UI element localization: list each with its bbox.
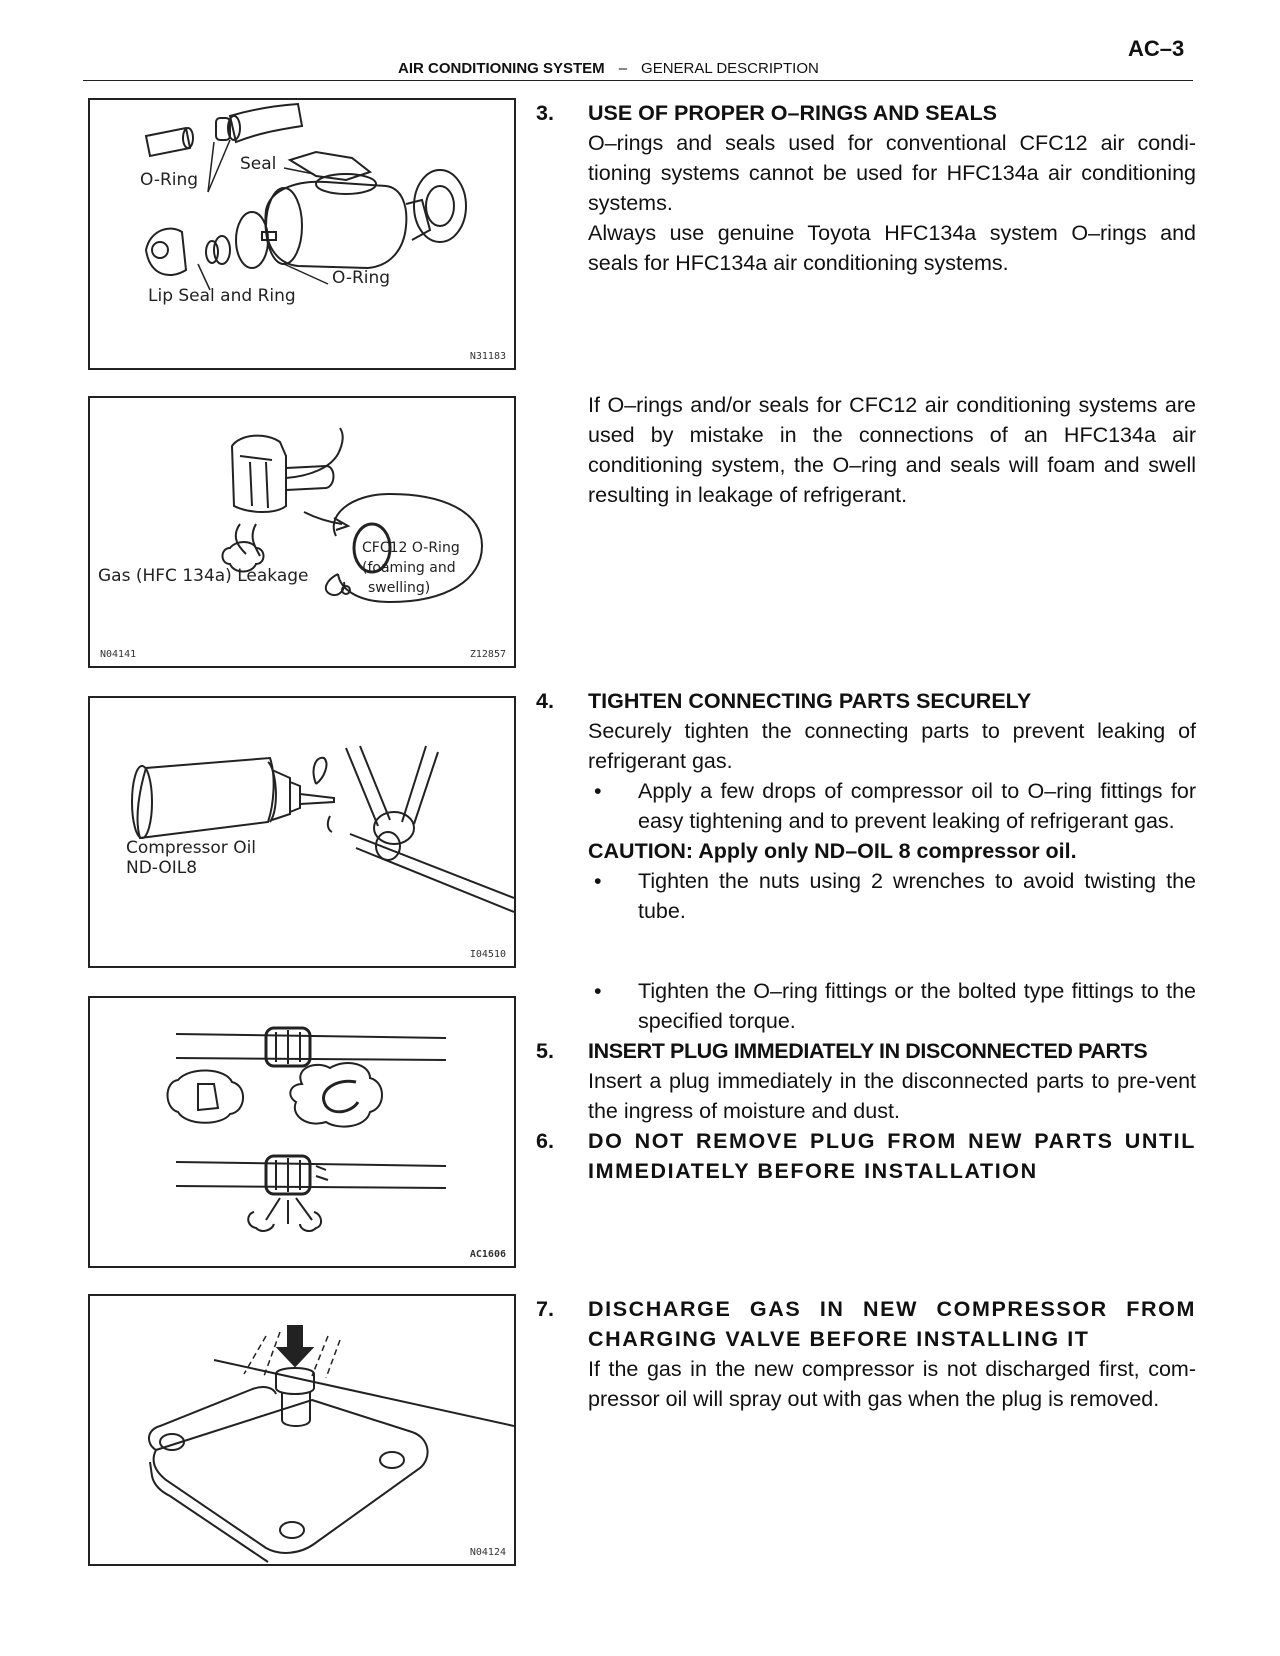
figure-compressor-oil: Compressor Oil ND-OIL8 I04510 <box>88 696 516 968</box>
section-4-title: TIGHTEN CONNECTING PARTS SECURELY <box>588 689 1032 713</box>
running-header: AIR CONDITIONING SYSTEM–GENERAL DESCRIPT… <box>398 60 819 77</box>
caution-note: CAUTION: Apply only ND–OIL 8 compressor … <box>588 839 1077 863</box>
label-o-ring-top: O-Ring <box>140 170 199 190</box>
label-compressor-oil: Compressor Oil <box>126 838 257 858</box>
compressor-oil-illustration <box>131 745 514 913</box>
section-6-number: 6. <box>536 1129 554 1153</box>
figure-charging-valve: N04124 <box>88 1294 516 1566</box>
header-rule <box>83 80 1193 81</box>
figure-code-left: N04141 <box>100 649 137 660</box>
section-3-number: 3. <box>536 101 554 125</box>
charging-valve-illustration <box>148 1325 514 1563</box>
figure-plugs: AC1606 <box>88 996 516 1268</box>
section-6-title: DO NOT REMOVE PLUG FROM NEW PARTS UNTIL … <box>588 1129 1196 1183</box>
figure-gas-leakage: Gas (HFC 134a) Leakage CFC12 O-Ring (foa… <box>88 396 516 668</box>
label-foaming: (foaming and <box>362 560 456 576</box>
figure-code: N04124 <box>469 1547 506 1558</box>
section-7-paragraph-1: If the gas in the new compressor is not … <box>588 1357 1196 1411</box>
figure-code-right: Z12857 <box>469 649 506 660</box>
page-number: AC–3 <box>1128 36 1185 61</box>
section-5-number: 5. <box>536 1039 554 1063</box>
section-4: 4. TIGHTEN CONNECTING PARTS SECURELY Sec… <box>536 686 1196 926</box>
bullet-text: Apply a few drops of compressor oil to O… <box>638 779 1196 833</box>
plugs-illustration <box>166 1026 447 1232</box>
section-3-continued: If O–rings and/or seals for CFC12 air co… <box>536 390 1196 510</box>
label-seal: Seal <box>240 154 277 174</box>
header-separator: – <box>618 60 628 77</box>
section-5-title: INSERT PLUG IMMEDIATELY IN DISCONNECTED … <box>588 1039 1148 1063</box>
bullet-mark: • <box>594 869 602 893</box>
figure-compressor-seals: O-Ring Seal O-Ring Lip Seal and Ring N31… <box>88 98 516 370</box>
section-6: 6. DO NOT REMOVE PLUG FROM NEW PARTS UNT… <box>536 1126 1196 1186</box>
gas-leakage-illustration <box>221 427 484 604</box>
label-nd-oil8: ND-OIL8 <box>126 858 198 878</box>
section-4-number: 4. <box>536 689 554 713</box>
section-7-title: DISCHARGE GAS IN NEW COMPRESSOR FROM CHA… <box>588 1297 1196 1351</box>
label-lip-seal: Lip Seal and Ring <box>148 286 296 306</box>
header-subsection: GENERAL DESCRIPTION <box>641 60 819 77</box>
label-cfc12-o-ring: CFC12 O-Ring <box>362 540 460 556</box>
label-o-ring-bottom: O-Ring <box>332 268 391 288</box>
bullet-text: Tighten the nuts using 2 wrenches to avo… <box>638 869 1196 923</box>
section-3-title: USE OF PROPER O–RINGS AND SEALS <box>588 101 997 125</box>
section-5-paragraph-1: Insert a plug immediately in the disconn… <box>588 1069 1196 1123</box>
section-4-paragraph-1: Securely tighten the connecting parts to… <box>588 719 1196 773</box>
bullet-compressor-oil: • Apply a few drops of compressor oil to… <box>588 776 1196 836</box>
section-3-paragraph-1: O–rings and seals used for conventional … <box>588 131 1196 215</box>
section-7-number: 7. <box>536 1297 554 1321</box>
section-7: 7. DISCHARGE GAS IN NEW COMPRESSOR FROM … <box>536 1294 1196 1414</box>
bullet-two-wrenches: • Tighten the nuts using 2 wrenches to a… <box>588 866 1196 926</box>
bullet-mark: • <box>594 979 602 1003</box>
bullet-mark: • <box>594 779 602 803</box>
section-5: 5. INSERT PLUG IMMEDIATELY IN DISCONNECT… <box>536 1036 1196 1126</box>
header-section: AIR CONDITIONING SYSTEM <box>398 60 605 77</box>
compressor-seals-illustration <box>144 102 467 291</box>
figure-code: I04510 <box>469 949 506 960</box>
label-swelling: swelling) <box>368 580 431 596</box>
bullet-text: Tighten the O–ring fittings or the bolte… <box>638 979 1196 1033</box>
section-3: 3. USE OF PROPER O–RINGS AND SEALS O–rin… <box>536 98 1196 278</box>
bullet-specified-torque: • Tighten the O–ring fittings or the bol… <box>588 976 1196 1036</box>
figure-code: N31183 <box>469 351 506 362</box>
section-3-paragraph-2: Always use genuine Toyota HFC134a system… <box>588 221 1196 275</box>
label-gas-leakage: Gas (HFC 134a) Leakage <box>98 566 309 586</box>
figure-code: AC1606 <box>469 1249 506 1260</box>
section-4-continued: • Tighten the O–ring fittings or the bol… <box>536 976 1196 1186</box>
section-3-paragraph-3: If O–rings and/or seals for CFC12 air co… <box>588 393 1196 507</box>
